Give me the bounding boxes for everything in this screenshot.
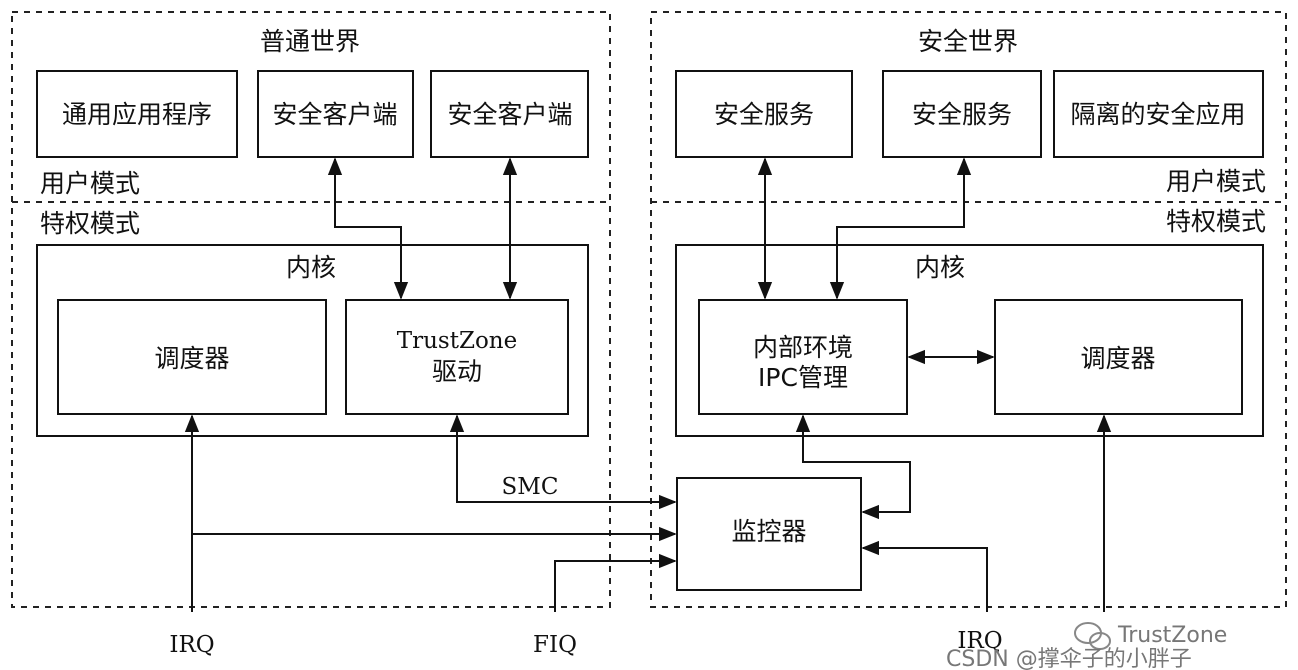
secure-service-box-1 bbox=[675, 70, 853, 158]
secure-client-label-1: 安全客户端 bbox=[272, 100, 397, 129]
service2-ipc-connector bbox=[829, 157, 972, 300]
normal-user-mode-label: 用户模式 bbox=[40, 169, 140, 198]
trustzone-driver-box bbox=[345, 299, 569, 415]
secure-service-label-2: 安全服务 bbox=[912, 100, 1012, 129]
smc-label: SMC bbox=[502, 474, 559, 500]
client1-driver-connector bbox=[327, 157, 409, 300]
secure-client-box-2 bbox=[430, 70, 589, 158]
irq-right-label: IRQ bbox=[957, 628, 1002, 654]
trustzone-driver-label-1: TrustZone bbox=[397, 328, 517, 354]
secure-kernel-label: 内核 bbox=[915, 253, 965, 282]
secure-scheduler-box bbox=[994, 299, 1243, 415]
irq-right-monitor-line bbox=[861, 540, 988, 612]
secure-user-mode-label: 用户模式 bbox=[1166, 167, 1266, 196]
secure-scheduler-label: 调度器 bbox=[1080, 344, 1155, 373]
ipc-manager-box bbox=[698, 299, 908, 415]
secure-privileged-mode-label: 特权模式 bbox=[1166, 207, 1266, 236]
secure-client-label-2: 安全客户端 bbox=[447, 100, 572, 129]
normal-scheduler-box bbox=[57, 299, 327, 415]
watermark-credit: CSDN @撑伞子的小胖子 bbox=[946, 647, 1192, 670]
wechat-icon bbox=[1074, 622, 1111, 650]
isolated-secure-app-box bbox=[1053, 70, 1264, 158]
isolated-secure-app-label: 隔离的安全应用 bbox=[1070, 100, 1245, 129]
monitor-label: 监控器 bbox=[731, 517, 806, 546]
normal-world-region bbox=[11, 11, 611, 608]
secure-world-title: 安全世界 bbox=[918, 27, 1018, 56]
general-app-box bbox=[36, 70, 238, 158]
secure-client-box-1 bbox=[257, 70, 414, 158]
fiq-monitor-line bbox=[554, 553, 677, 612]
smc-connector bbox=[449, 414, 677, 510]
irq-left-label: IRQ bbox=[169, 632, 214, 658]
trustzone-driver-label-2: 驱动 bbox=[432, 357, 482, 386]
secure-service-label-1: 安全服务 bbox=[714, 100, 814, 129]
normal-kernel-label: 内核 bbox=[286, 253, 336, 282]
secure-world-region bbox=[650, 11, 1287, 608]
secure-service-box-2 bbox=[882, 70, 1042, 158]
watermark-brand: TrustZone bbox=[1117, 623, 1227, 648]
fiq-label: FIQ bbox=[533, 632, 577, 658]
monitor-ipc-connector bbox=[795, 414, 911, 520]
ipc-manager-label-1: 内部环境 bbox=[753, 333, 853, 362]
normal-scheduler-label: 调度器 bbox=[154, 344, 229, 373]
general-app-label: 通用应用程序 bbox=[62, 100, 212, 129]
normal-privileged-mode-label: 特权模式 bbox=[40, 209, 140, 238]
ipc-manager-label-2: IPC管理 bbox=[758, 363, 848, 392]
normal-world-title: 普通世界 bbox=[260, 27, 360, 56]
